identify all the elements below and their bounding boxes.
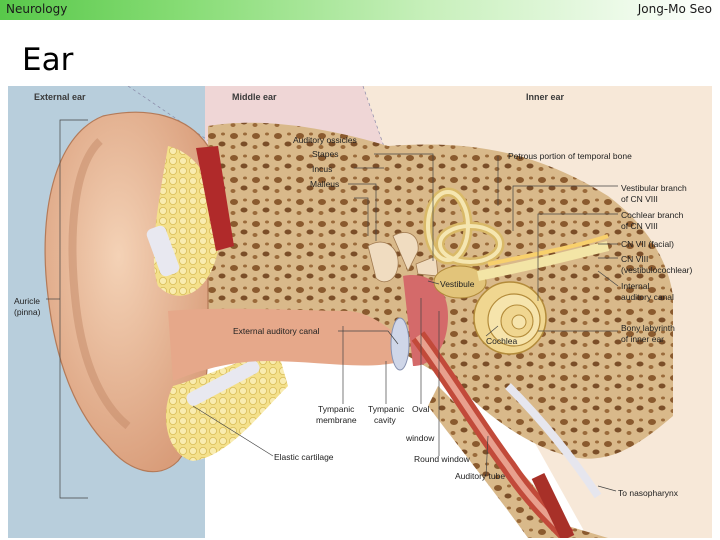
label-bony-labyrinth-1: Bony labyrinth	[621, 323, 675, 333]
label-oval-window-1: Oval	[412, 404, 430, 414]
zone-label-middle: Middle ear	[232, 92, 277, 102]
course-name: Neurology	[6, 2, 68, 16]
label-pinna: (pinna)	[14, 307, 41, 317]
label-round-window: Round window	[414, 454, 471, 464]
label-vestibular-branch-1: Vestibular branch	[621, 183, 687, 193]
label-tympanic-membrane-1: Tympanic	[318, 404, 355, 414]
label-auditory-tube: Auditory tube	[455, 471, 505, 481]
external-auditory-canal	[168, 308, 403, 381]
zone-label-external: External ear	[34, 92, 86, 102]
ear-anatomy-figure: External ear Middle ear Inner ear Auricl…	[8, 86, 712, 538]
label-tympanic-membrane-2: membrane	[316, 415, 357, 425]
cn-vii-nerve	[487, 234, 609, 266]
label-vestibular-branch-2: of CN VIII	[621, 194, 658, 204]
label-cochlear-branch-1: Cochlear branch	[621, 210, 684, 220]
cochlea-shape	[473, 281, 547, 355]
slide-title: Ear	[22, 42, 74, 78]
cn-viii-nerve	[477, 241, 610, 281]
label-stapes: Stapes	[312, 149, 338, 159]
label-tympanic-cavity-2: cavity	[374, 415, 396, 425]
label-vestibule: Vestibule	[440, 279, 475, 289]
label-elastic-cartilage: Elastic cartilage	[274, 452, 334, 462]
label-internal-canal-1: Internal	[621, 281, 649, 291]
muscle	[196, 146, 234, 251]
label-cn8-2: (vestibulocochlear)	[621, 265, 693, 275]
label-cn8-1: CN VIII	[621, 254, 648, 264]
label-tympanic-cavity-1: Tympanic	[368, 404, 405, 414]
malleus-shape	[367, 241, 399, 283]
label-cochlear-branch-2: of CN VIII	[621, 221, 658, 231]
tympanic-membrane-shape	[390, 317, 410, 371]
label-oval-window-2: window	[405, 433, 435, 443]
elastic-cartilage-shape	[165, 351, 288, 461]
author-name: Jong-Mo Seo	[637, 2, 712, 16]
label-cochlea: Cochlea	[486, 336, 517, 346]
zone-label-inner: Inner ear	[526, 92, 565, 102]
label-bony-labyrinth-2: of inner ear	[621, 334, 664, 344]
label-internal-canal-2: auditory canal	[621, 292, 674, 302]
label-cn7: CN VII (facial)	[621, 239, 674, 249]
header-bar: Neurology Jong-Mo Seo	[0, 0, 720, 20]
label-auricle: Auricle	[14, 296, 40, 306]
vestibule-shape	[433, 265, 487, 299]
label-petrous: Petrous portion of temporal bone	[508, 151, 632, 161]
label-malleus: Malleus	[310, 179, 339, 189]
incus-shape	[392, 232, 419, 272]
label-nasopharynx: To nasopharynx	[618, 488, 679, 498]
label-incus: Incus	[312, 164, 332, 174]
label-auditory-ossicles: Auditory ossicles	[293, 135, 357, 145]
label-external-canal: External auditory canal	[233, 326, 320, 336]
